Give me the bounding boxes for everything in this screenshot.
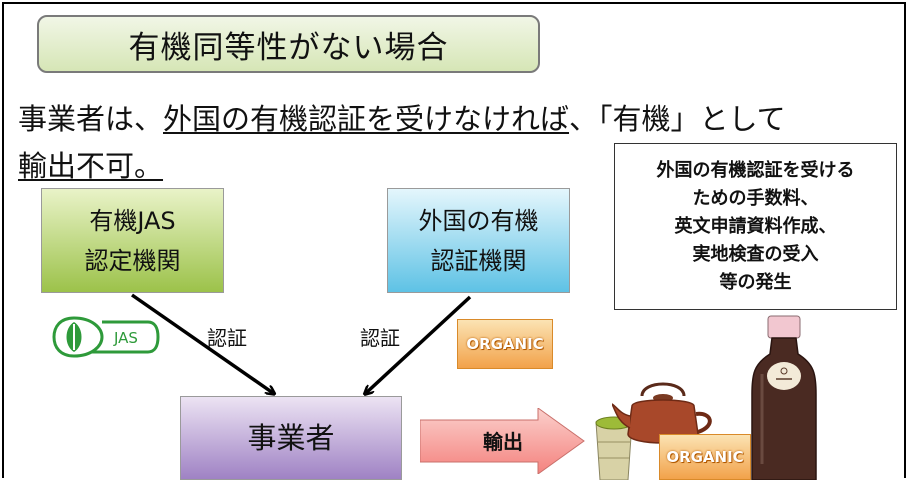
jas-body-line1: 有機JAS: [89, 206, 176, 235]
export-label: 輸出: [483, 430, 523, 454]
lead-underlined-condition: 外国の有機認証を受けなければ: [163, 102, 570, 136]
jas-certification-body: 有機JAS 認定機関: [41, 188, 224, 293]
cost-line: 実地検査の受入: [692, 243, 819, 265]
cost-callout: 外国の有機認証を受ける ための手数料、 英文申請資料作成、 実地検査の受入 等の…: [614, 143, 897, 310]
tea-cup-image: [595, 416, 633, 480]
export-arrow: [420, 408, 585, 474]
soy-sauce-bottle-image: [751, 315, 817, 480]
cost-line: ための手数料、: [692, 187, 819, 209]
cost-line: 英文申請資料作成、: [674, 215, 837, 237]
foreign-certification-body: 外国の有機 認証機関: [387, 188, 570, 293]
jas-logo-text: JAS: [113, 329, 138, 347]
organic-label-product: ORGANIC: [659, 434, 751, 480]
organic-label-small: ORGANIC: [457, 319, 553, 369]
certify-arrow-left: [131, 293, 273, 393]
cost-line: 外国の有機認証を受ける: [656, 159, 855, 181]
certify-label-right: 認証: [360, 326, 400, 350]
jas-logo: JAS: [52, 316, 160, 358]
lead-underlined-conclusion: 輸出不可。: [18, 149, 164, 183]
foreign-body-line1: 外国の有機: [418, 206, 539, 235]
lead-part1: 事業者は、: [18, 102, 164, 136]
teapot-image: [612, 382, 712, 444]
foreign-body-line2: 認証機関: [430, 246, 527, 275]
business-operator: 事業者: [180, 396, 402, 480]
cost-line: 等の発生: [719, 271, 792, 293]
lead-part2: 、「有機」として: [569, 102, 786, 136]
slide-title: 有機同等性がない場合: [37, 15, 540, 73]
jas-body-line2: 認定機関: [84, 246, 181, 275]
certify-arrow-right: [366, 295, 472, 393]
certify-label-left: 認証: [207, 326, 247, 350]
lead-text: 事業者は、外国の有機認証を受けなければ、「有機」として 輸出不可。: [18, 96, 878, 190]
